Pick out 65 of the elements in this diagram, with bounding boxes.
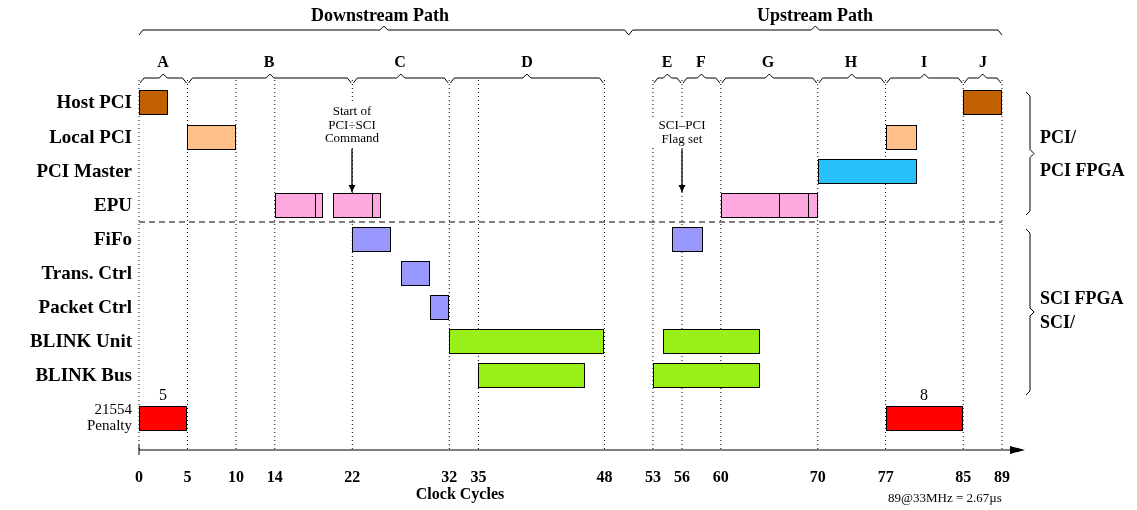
tick-label: 5 [183, 468, 192, 486]
group-label: SCI FPGA [1040, 288, 1124, 308]
tick-label: 48 [596, 468, 613, 486]
row-label: Local PCI [49, 127, 132, 147]
row-label: Packet Ctrl [38, 297, 132, 317]
activity-bar [662, 329, 760, 354]
tick-label: 77 [877, 468, 894, 486]
row-label: EPU [94, 195, 132, 215]
phase-letter: I [920, 53, 928, 71]
tick-label: 10 [227, 468, 244, 486]
cycle-count: 8 [920, 386, 928, 404]
phase-letter: G [761, 53, 775, 71]
leader-arrow [348, 148, 356, 193]
tick-label: 89 [994, 468, 1010, 486]
row-label: Host PCI [56, 92, 132, 112]
activity-bar [449, 329, 605, 354]
section-title: Upstream Path [756, 5, 874, 25]
group-label: SCI/ [1040, 312, 1075, 332]
group-label: PCI/ [1040, 127, 1076, 147]
activity-bar [885, 406, 964, 431]
row-label: BLINK Bus [35, 365, 132, 385]
row-label: FiFo [94, 229, 132, 249]
phase-letter: A [157, 53, 169, 71]
phase-letter: E [661, 53, 673, 71]
axis-title: Clock Cycles [415, 485, 505, 503]
activity-bar [139, 90, 169, 115]
leader-arrow [678, 148, 686, 193]
activity-bar [672, 227, 704, 252]
phase-letter: H [844, 53, 858, 71]
tick-label: 70 [809, 468, 826, 486]
activity-bar [817, 159, 917, 184]
activity-bar [478, 363, 586, 388]
tick-label: 32 [441, 468, 458, 486]
phase-letter: B [263, 53, 275, 71]
tick-label: 56 [674, 468, 690, 486]
row-label: 21554 Penalty [86, 402, 132, 434]
activity-bar [885, 125, 917, 150]
tick-label: 85 [955, 468, 972, 486]
activity-bar [720, 193, 818, 218]
cycle-count: 5 [159, 386, 167, 404]
activity-bar [139, 406, 188, 431]
group-label: PCI FPGA [1040, 160, 1125, 180]
section-title: Downstream Path [310, 5, 450, 25]
phase-letter: J [979, 53, 987, 71]
phase-letter: F [696, 53, 706, 71]
row-label: PCI Master [36, 161, 132, 181]
activity-bar [400, 261, 430, 286]
activity-bar [332, 193, 382, 218]
activity-bar [187, 125, 236, 150]
row-label: Trans. Ctrl [41, 263, 132, 283]
activity-bar [429, 295, 450, 320]
row-label: BLINK Unit [30, 331, 132, 351]
timing-note: 89@33MHz = 2.67µs [888, 491, 1002, 505]
tick-label: 22 [344, 468, 361, 486]
activity-bar [652, 363, 760, 388]
activity-bar [963, 90, 1002, 115]
tick-label: 35 [470, 468, 487, 486]
tick-label: 0 [135, 468, 143, 486]
tick-label: 14 [266, 468, 283, 486]
activity-bar [352, 227, 392, 252]
tick-label: 60 [712, 468, 729, 486]
activity-bar [274, 193, 324, 218]
phase-letter: D [521, 53, 533, 71]
phase-letter: C [394, 53, 406, 71]
tick-label: 53 [644, 468, 661, 486]
